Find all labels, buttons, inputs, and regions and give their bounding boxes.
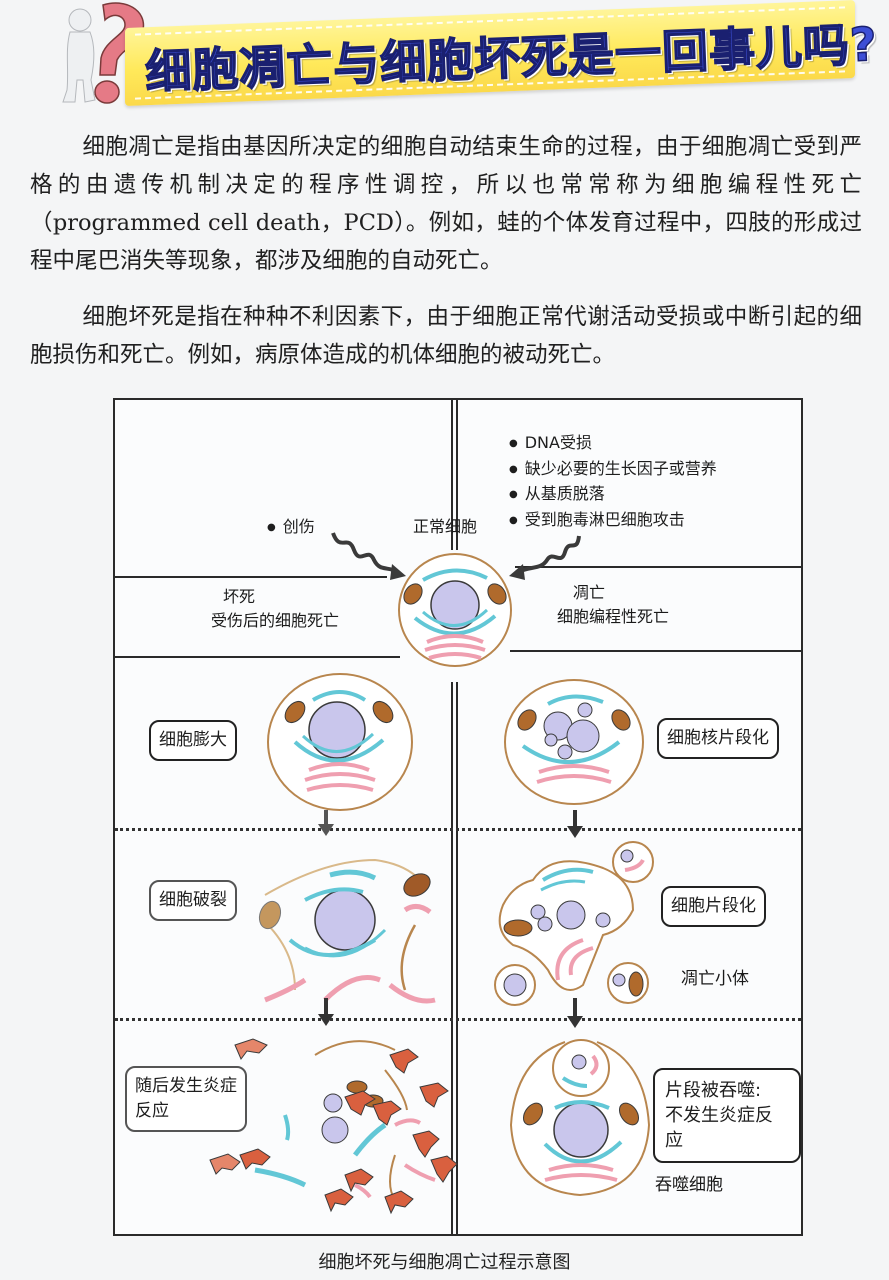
apoptotic-fragmentation-icon bbox=[494, 841, 654, 1006]
title-banner: 细胞凋亡与细胞坏死是一回事儿吗? bbox=[0, 0, 889, 110]
divider bbox=[515, 566, 801, 568]
ruptured-cell-icon bbox=[258, 858, 436, 1004]
divider bbox=[456, 400, 458, 550]
divider bbox=[115, 576, 387, 578]
step-box-phagocytosis: 片段被吞噬: 不发生炎症反应 bbox=[653, 1068, 801, 1163]
necrosis-cause-list: 创伤 bbox=[267, 516, 315, 542]
swollen-cell-icon bbox=[267, 673, 413, 811]
necrosis-apoptosis-diagram: DNA受损 缺少必要的生长因子或营养 从基质脱落 受到胞毒淋巴细胞攻击 创伤 正… bbox=[113, 398, 803, 1236]
cause-item: 受到胞毒淋巴细胞攻击 bbox=[509, 509, 717, 535]
step-box-cell-swelling: 细胞膨大 bbox=[149, 720, 237, 761]
apoptosis-causes-list: DNA受损 缺少必要的生长因子或营养 从基质脱落 受到胞毒淋巴细胞攻击 bbox=[509, 432, 717, 534]
down-arrow-icon bbox=[567, 998, 583, 1028]
signal-arrow-icon bbox=[509, 535, 581, 580]
normal-cell-icon bbox=[398, 553, 512, 667]
cause-item: 从基质脱落 bbox=[509, 483, 717, 509]
divider bbox=[115, 656, 400, 658]
paragraph-apoptosis: 细胞凋亡是指由基因所决定的细胞自动结束生命的过程，由于细胞凋亡受到严格的由遗传机… bbox=[30, 128, 862, 280]
step-box-cell-fragmentation: 细胞片段化 bbox=[661, 886, 766, 927]
phagocyte-label: 吞噬细胞 bbox=[655, 1175, 723, 1195]
divider bbox=[451, 400, 453, 550]
paragraph-necrosis: 细胞坏死是指在种种不利因素下，由于细胞正常代谢活动受损或中断引起的细胞损伤和死亡… bbox=[30, 298, 862, 374]
thinking-figure-question-mark-icon bbox=[62, 2, 145, 104]
down-arrow-icon bbox=[318, 810, 334, 836]
step-box-inflammation: 随后发生炎症 反应 bbox=[125, 1066, 247, 1132]
cause-item: 创伤 bbox=[267, 516, 315, 542]
necrosis-subtitle: 受伤后的细胞死亡 bbox=[211, 611, 340, 630]
divider bbox=[510, 650, 801, 652]
necrosis-title: 坏死 bbox=[223, 587, 256, 606]
step-box-cell-rupture: 细胞破裂 bbox=[149, 880, 237, 921]
step-box-nuclear-fragmentation: 细胞核片段化 bbox=[657, 718, 779, 759]
fragmented-nucleus-cell-icon bbox=[504, 679, 644, 805]
phagocytosis-label: 片段被吞噬: 不发生炎症反应 bbox=[665, 1080, 773, 1151]
cause-item: DNA受损 bbox=[509, 432, 717, 458]
apoptosis-title: 凋亡 bbox=[573, 583, 606, 602]
down-arrow-icon bbox=[567, 810, 583, 838]
divider bbox=[456, 682, 458, 1234]
cause-item: 缺少必要的生长因子或营养 bbox=[509, 458, 717, 484]
down-arrow-icon bbox=[318, 998, 334, 1026]
normal-cell-label: 正常细胞 bbox=[413, 517, 478, 536]
apoptotic-bodies-label: 凋亡小体 bbox=[681, 969, 749, 989]
paragraph-apoptosis-text: 细胞凋亡是指由基因所决定的细胞自动结束生命的过程，由于细胞凋亡受到严格的由遗传机… bbox=[30, 134, 862, 274]
divider bbox=[451, 682, 453, 1234]
dotted-divider bbox=[115, 828, 801, 831]
inflammation-label: 随后发生炎症 反应 bbox=[135, 1076, 237, 1121]
dotted-divider bbox=[115, 1018, 801, 1021]
injury-arrow-icon bbox=[331, 532, 406, 580]
inflammatory-debris-icon bbox=[209, 1038, 458, 1215]
paragraph-necrosis-text: 细胞坏死是指在种种不利因素下，由于细胞正常代谢活动受损或中断引起的细胞损伤和死亡… bbox=[30, 304, 862, 368]
figure-caption: 细胞坏死与细胞凋亡过程示意图 bbox=[318, 1252, 571, 1273]
apoptosis-subtitle: 细胞编程性死亡 bbox=[557, 607, 670, 626]
phagocyte-cell-icon bbox=[509, 1039, 651, 1197]
